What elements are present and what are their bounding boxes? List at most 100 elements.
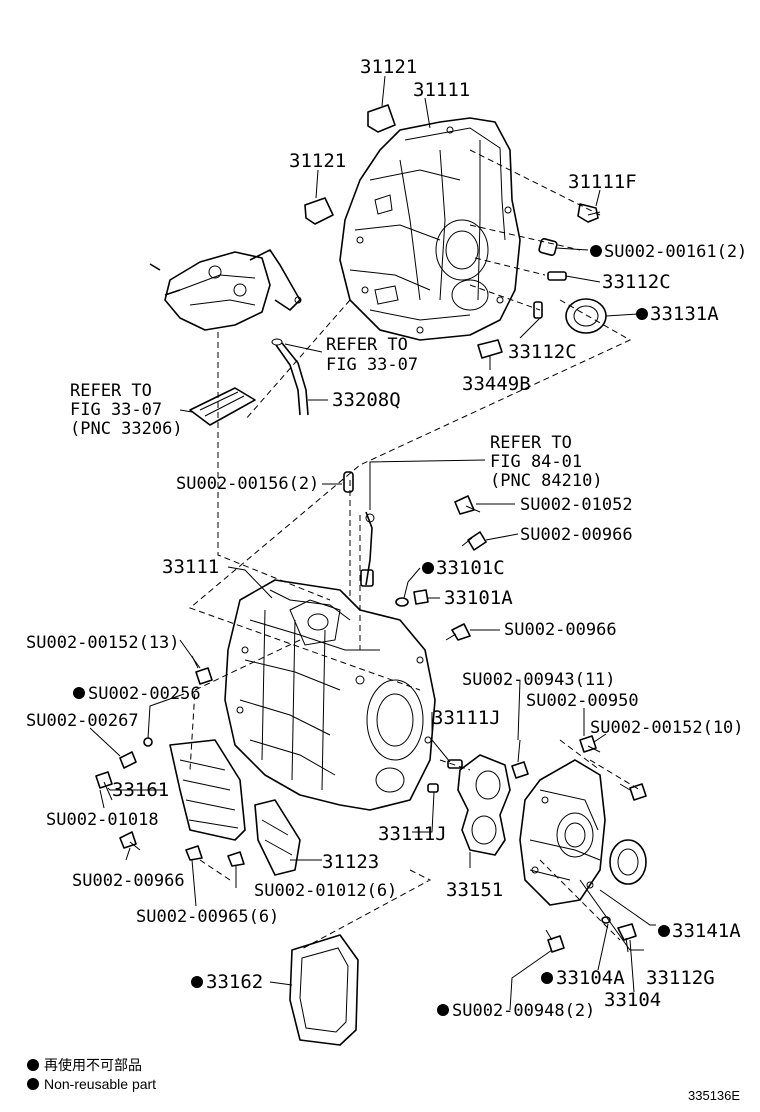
clip-su002-00267 (119, 751, 137, 769)
figure-id: 335136E (688, 1088, 740, 1103)
bolt-su002-00948 (545, 929, 565, 953)
speed-sensor-84210 (360, 511, 375, 587)
label-su002-00948: SU002-00948(2) (452, 1001, 595, 1021)
label-31123: 31123 (322, 851, 379, 873)
plug-33104 (617, 923, 637, 953)
leader-lines (89, 75, 656, 1011)
plug-31121-left (304, 197, 334, 225)
non-reusable-dot-33104a (541, 972, 553, 984)
bolt-su002-01012 (227, 851, 245, 867)
plug-31121-top (367, 104, 396, 133)
label-33112c-b: 33112C (508, 341, 577, 363)
label-refer-84-line3: (PNC 84210) (490, 471, 603, 491)
non-reusable-dot-33101c (422, 562, 434, 574)
bolt-su002-00943 (511, 739, 529, 779)
legend: 再使用不可部品 Non-reusable part (27, 1057, 156, 1092)
label-su002-01012: SU002-01012(6) (254, 881, 397, 901)
label-su002-00943: SU002-00943(11) (462, 670, 616, 690)
non-reusable-dot-33131a (636, 308, 648, 320)
legend-dot-en (27, 1078, 39, 1090)
bolt-su002-00966-b (445, 623, 471, 641)
plug-33101a (413, 589, 429, 605)
pin-su002-00161 (538, 238, 558, 256)
pin-su002-00156 (343, 471, 354, 493)
pin-33112c-lower (533, 301, 543, 319)
pin-33112c-upper (547, 271, 567, 281)
extension-housing (519, 759, 606, 906)
plate-33449b (477, 339, 503, 359)
hose-33208q (271, 338, 309, 416)
gasket-33162 (289, 934, 359, 1046)
non-reusable-dot-su00948 (437, 1004, 449, 1016)
label-su002-00950: SU002-00950 (526, 691, 639, 711)
transmission-case-33111 (224, 579, 436, 811)
bolt-su002-00950 (579, 735, 601, 753)
bolt-su002-00152-10 (619, 783, 647, 801)
pin-33111j-upper (447, 759, 463, 769)
label-33151: 33151 (446, 879, 503, 901)
label-su002-01018: SU002-01018 (46, 810, 159, 830)
label-refer-3307-line1: REFER TO (326, 335, 408, 355)
label-su002-00966-c: SU002-00966 (72, 871, 185, 891)
label-33111j-a: 33111J (432, 707, 501, 729)
label-su002-00267: SU002-00267 (26, 711, 139, 731)
label-33208q: 33208Q (332, 389, 401, 411)
bolt-su002-01018 (95, 771, 113, 801)
label-refer-left-line2: FIG 33-07 (70, 400, 162, 420)
pin-33111j-lower (427, 783, 439, 793)
label-31121-top: 31121 (360, 56, 417, 78)
label-33449b: 33449B (462, 373, 531, 395)
part-labels: 31121 31111 31121 31111F SU002-00161(2) … (26, 56, 747, 1021)
label-refer-left-line3: (PNC 33206) (70, 419, 183, 439)
label-su002-00965: SU002-00965(6) (136, 907, 279, 927)
bolt-su002-00965 (185, 845, 203, 861)
oil-seal-33131a (565, 298, 607, 334)
label-33112c-a: 33112C (602, 271, 671, 293)
non-reusable-dot-su00256 (73, 687, 85, 699)
legend-dot-jp (27, 1059, 39, 1071)
label-refer-84-line1: REFER TO (490, 433, 572, 453)
non-reusable-dot-33162 (191, 976, 203, 988)
bolt-su002-00966-a (461, 531, 487, 551)
label-33161: 33161 (112, 779, 169, 801)
label-refer-84-line2: FIG 84-01 (490, 452, 582, 472)
bolt-su002-01052 (454, 495, 481, 515)
label-31121-left: 31121 (289, 150, 346, 172)
label-33112g: 33112G (646, 967, 715, 989)
gasket-33151 (457, 754, 511, 856)
label-refer-left-line1: REFER TO (70, 381, 152, 401)
release-cylinder-assembly (149, 249, 302, 331)
label-31111f: 31111F (568, 171, 637, 193)
bolt-31111f (577, 203, 601, 223)
label-33101c: 33101C (436, 557, 505, 579)
non-reusable-dot-33141a (658, 925, 670, 937)
label-33141a: 33141A (672, 920, 741, 942)
bell-housing-31111 (339, 117, 521, 341)
legend-non-reusable-jp: 再使用不可部品 (44, 1057, 142, 1073)
label-su002-00966-a: SU002-00966 (520, 525, 633, 545)
legend-non-reusable-en: Non-reusable part (44, 1076, 156, 1092)
label-su002-00966-b: SU002-00966 (504, 620, 617, 640)
alignment-lines (189, 149, 641, 951)
oring-33101c (395, 597, 409, 607)
label-su002-00152-10: SU002-00152(10) (590, 718, 744, 738)
label-su002-00156: SU002-00156(2) (176, 474, 319, 494)
label-33162: 33162 (206, 971, 263, 993)
label-33104a: 33104A (556, 967, 625, 989)
cover-31123 (254, 799, 301, 876)
non-reusable-dot-su00161 (590, 245, 602, 257)
label-33104: 33104 (604, 989, 661, 1011)
ring-su002-00256 (143, 737, 153, 747)
label-31111-top: 31111 (413, 79, 470, 101)
label-su002-00161: SU002-00161(2) (604, 242, 747, 262)
label-33111j-b: 33111J (378, 823, 447, 845)
plate-33206 (189, 387, 256, 426)
label-33131a: 33131A (650, 303, 719, 325)
label-su002-00256: SU002-00256 (88, 684, 201, 704)
label-33101a: 33101A (444, 587, 513, 609)
cover-33161 (169, 739, 246, 841)
label-refer-3307-line2: FIG 33-07 (326, 355, 418, 375)
label-su002-01052: SU002-01052 (520, 495, 633, 515)
label-su002-00152-13: SU002-00152(13) (26, 633, 180, 653)
